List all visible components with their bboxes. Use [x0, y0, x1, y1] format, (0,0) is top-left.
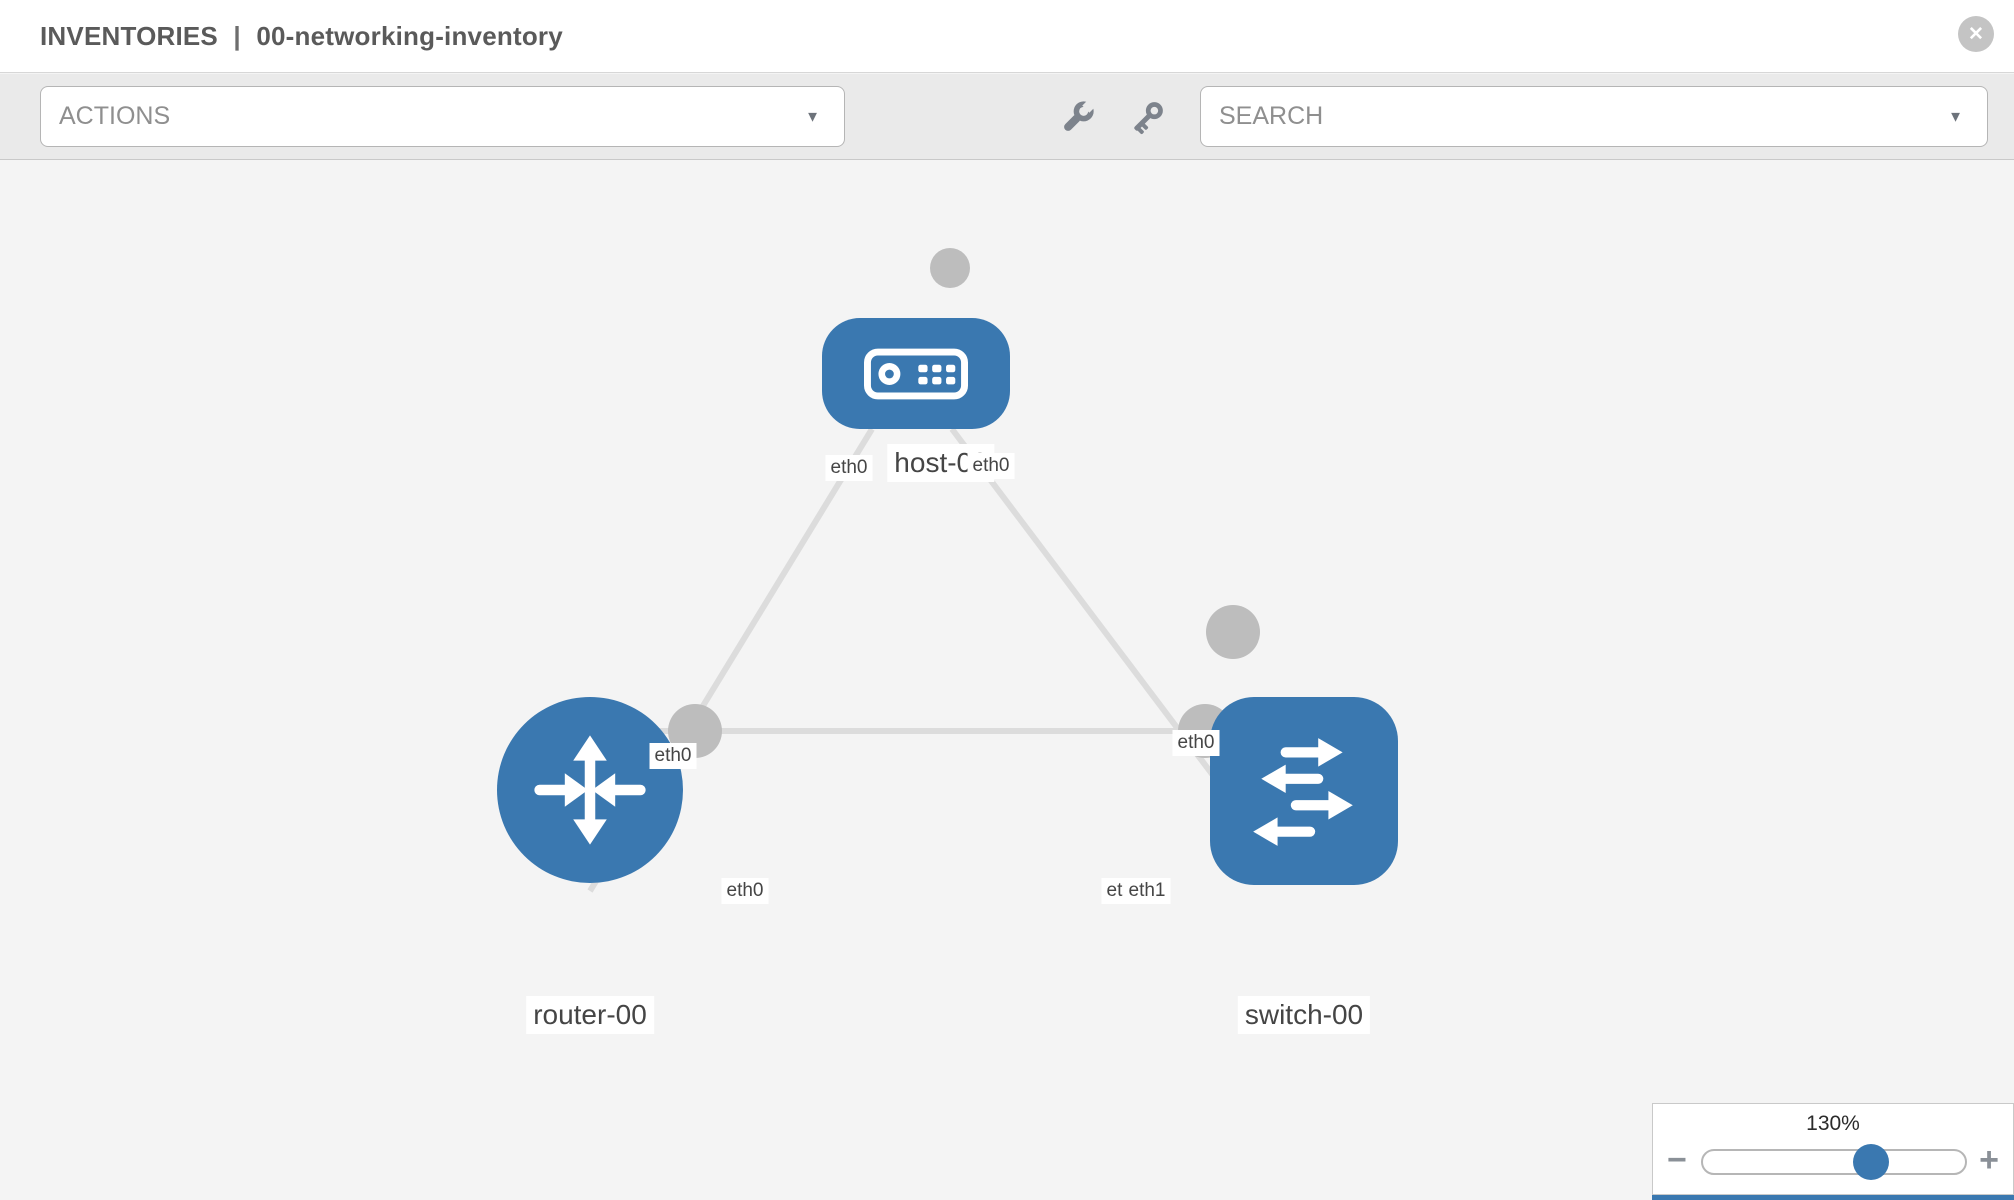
switch-icon [1253, 738, 1353, 846]
breadcrumb-separator: | [233, 20, 241, 51]
toolbar: ACTIONS ▼ SEARCH ▼ [0, 74, 2014, 160]
interface-stub-switch-top[interactable] [1206, 605, 1260, 659]
zoom-control-panel: 130% − + [1652, 1103, 2014, 1195]
interface-label: eth0 [721, 878, 769, 904]
close-button[interactable]: ✕ [1958, 16, 1994, 52]
actions-dropdown-value: ACTIONS [59, 102, 171, 130]
chevron-down-icon: ▼ [805, 108, 820, 125]
router-icon [534, 735, 646, 845]
page-title: INVENTORIES | 00-networking-inventory [40, 21, 571, 52]
node-router-00[interactable] [497, 697, 683, 883]
header-bar: INVENTORIES | 00-networking-inventory ✕ [0, 0, 2014, 73]
close-icon: ✕ [1968, 23, 1984, 45]
interface-label: eth1 [1123, 878, 1171, 904]
zoom-in-button[interactable]: + [1979, 1141, 1999, 1179]
node-label-router-00: router-00 [526, 996, 654, 1034]
zoom-slider-handle[interactable] [1852, 1144, 1889, 1180]
interface-label: eth0 [1172, 730, 1220, 756]
interface-stub-host[interactable] [930, 248, 970, 288]
bottom-accent-strip [1652, 1195, 2014, 1200]
inventory-name: 00-networking-inventory [256, 20, 563, 51]
actions-dropdown[interactable]: ACTIONS ▼ [40, 86, 845, 147]
node-label-switch-00: switch-00 [1237, 996, 1371, 1034]
zoom-slider[interactable] [1701, 1144, 1967, 1180]
key-icon[interactable] [1128, 97, 1168, 137]
breadcrumb-section: INVENTORIES [40, 20, 218, 51]
server-icon [864, 348, 968, 399]
node-host-00[interactable] [822, 318, 1010, 429]
search-dropdown-value: SEARCH [1219, 102, 1324, 130]
interface-label: eth0 [825, 455, 873, 481]
chevron-down-icon: ▼ [1948, 108, 1963, 125]
interface-label: eth0 [649, 743, 697, 769]
topology-links [587, 427, 1280, 893]
search-dropdown[interactable]: SEARCH ▼ [1200, 86, 1988, 147]
node-switch-00[interactable] [1210, 697, 1398, 885]
topology-canvas[interactable]: host-00 router-00 switch-00 eth0 eth0 et… [0, 161, 2014, 1200]
wrench-icon[interactable] [1058, 97, 1098, 137]
zoom-out-button[interactable]: − [1667, 1141, 1687, 1179]
zoom-level-value: 130% [1806, 1112, 1860, 1135]
interface-label: eth0 [967, 453, 1015, 479]
